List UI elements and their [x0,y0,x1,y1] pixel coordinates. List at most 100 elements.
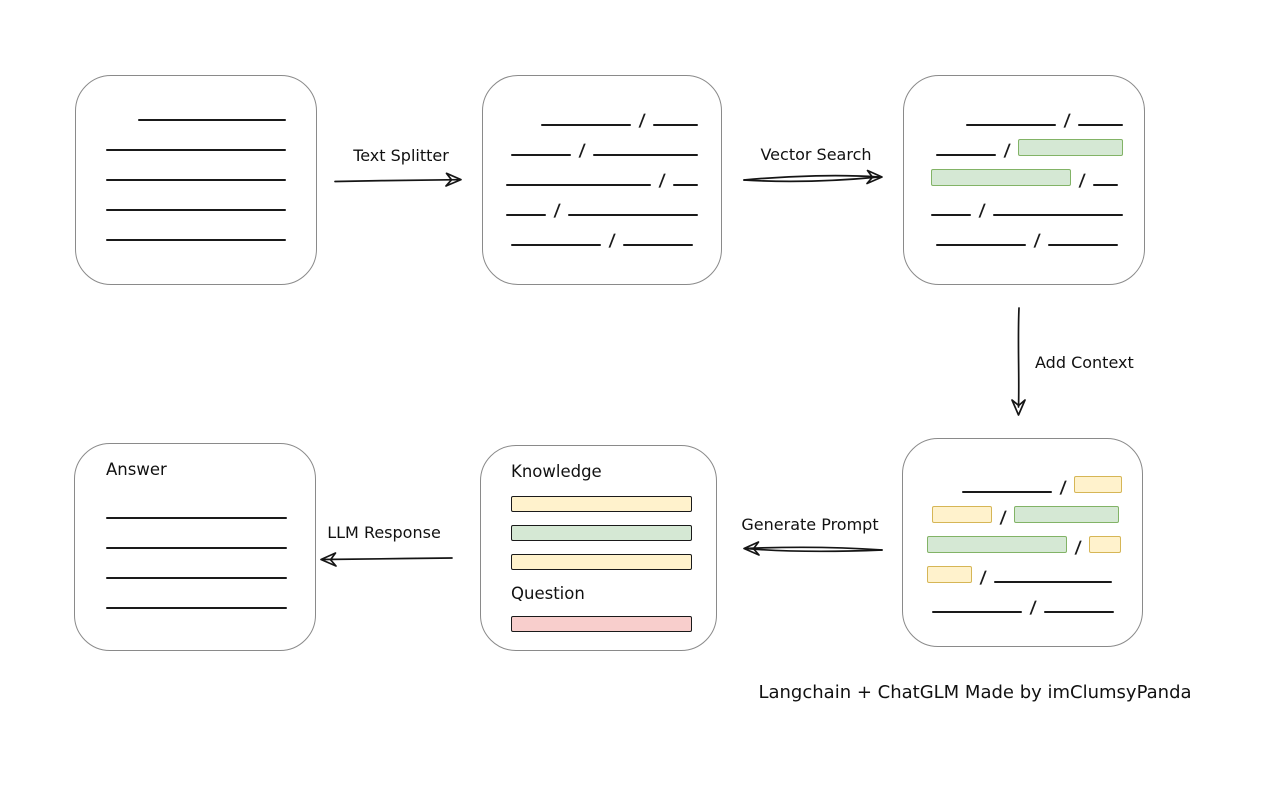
question-bars [511,616,716,632]
arrow-right-icon [334,172,462,187]
text-row: / [931,126,1144,161]
text-line [653,124,699,126]
answer-box: Answer [74,443,316,651]
text-row: / [931,96,1144,131]
text-row: / [931,156,1144,191]
arrow-down-icon [1011,307,1026,416]
text-line [673,184,699,186]
text-line [568,214,699,216]
source-document-box [75,75,317,285]
text-row: / [927,553,1142,588]
text-line [1044,611,1115,613]
text-line [994,581,1113,583]
arrow-left-icon [743,541,883,556]
prompt-bar-yellow [511,554,692,570]
text-line [932,611,1022,613]
text-line [936,154,996,156]
slash-separator: / [658,171,666,191]
text-line [511,154,571,156]
matched-chunks-lines: / / / / / [904,76,1144,251]
matched-chunks-box: / / / / / [903,75,1145,285]
chunk-yellow [927,566,972,583]
question-label: Question [511,584,585,603]
text-row [106,211,286,241]
chunk-green [931,169,1071,186]
text-line [962,491,1052,493]
answer-lines [106,517,287,609]
text-splitter-label: Text Splitter [353,146,449,165]
generate-prompt-label: Generate Prompt [741,515,879,534]
knowledge-bars [511,496,716,570]
text-row [106,91,286,121]
prompt-box: Knowledge Question [480,445,717,651]
llm-response-label: LLM Response [327,523,441,542]
text-line [993,214,1124,216]
slash-separator: / [999,508,1007,528]
prompt-bar-yellow [511,496,692,512]
slash-separator: / [1033,231,1041,251]
slash-separator: / [978,201,986,221]
text-line [1048,244,1119,246]
text-line [106,149,286,151]
answer-label: Answer [106,460,167,479]
slash-separator: / [979,568,987,588]
text-line [506,214,546,216]
text-row: / [506,186,721,221]
slash-separator: / [1003,141,1011,161]
text-line [106,179,286,181]
text-row: / [506,126,721,161]
slash-separator: / [608,231,616,251]
prompt-panel: Knowledge Question [481,446,716,632]
slash-separator: / [578,141,586,161]
knowledge-label: Knowledge [511,462,602,481]
slash-separator: / [1029,598,1037,618]
text-line [506,184,651,186]
text-line [1093,184,1119,186]
text-row: / [927,583,1142,618]
text-line [511,244,601,246]
text-line [931,214,971,216]
answer-panel: Answer [75,444,315,609]
chunk-yellow [932,506,992,523]
context-chunks-lines: / / / / / [903,439,1142,618]
slash-separator: / [1078,171,1086,191]
source-document-lines [76,76,316,241]
slash-separator: / [1059,478,1067,498]
text-row: / [927,523,1142,558]
slash-separator: / [638,111,646,131]
text-line [106,209,286,211]
split-chunks-box: / / / / / [482,75,722,285]
text-row: / [506,156,721,191]
slash-separator: / [553,201,561,221]
slash-separator: / [1074,538,1082,558]
text-row [106,181,286,211]
answer-text-line [106,607,287,609]
vector-search-label: Vector Search [760,145,872,164]
answer-text-line [106,547,287,549]
prompt-bar-red [511,616,692,632]
slash-separator: / [1063,111,1071,131]
chunk-yellow [1074,476,1123,493]
chunk-green [1014,506,1120,523]
text-line [936,244,1026,246]
text-row: / [506,216,721,251]
text-line [623,244,694,246]
prompt-bar-green [511,525,692,541]
text-line [541,124,631,126]
arrow-left-icon [320,552,453,567]
answer-text-line [106,517,287,519]
text-line [138,119,286,121]
diagram-caption: Langchain + ChatGLM Made by imClumsyPand… [758,682,1192,703]
text-row: / [927,463,1142,498]
text-row [106,121,286,151]
text-row: / [931,216,1144,251]
chunk-yellow [1089,536,1122,553]
text-row: / [506,96,721,131]
text-row: / [927,493,1142,528]
text-row: / [931,186,1144,221]
add-context-label: Add Context [1035,353,1134,372]
split-chunks-lines: / / / / / [483,76,721,251]
context-chunks-box: / / / / / [902,438,1143,647]
text-line [1078,124,1124,126]
